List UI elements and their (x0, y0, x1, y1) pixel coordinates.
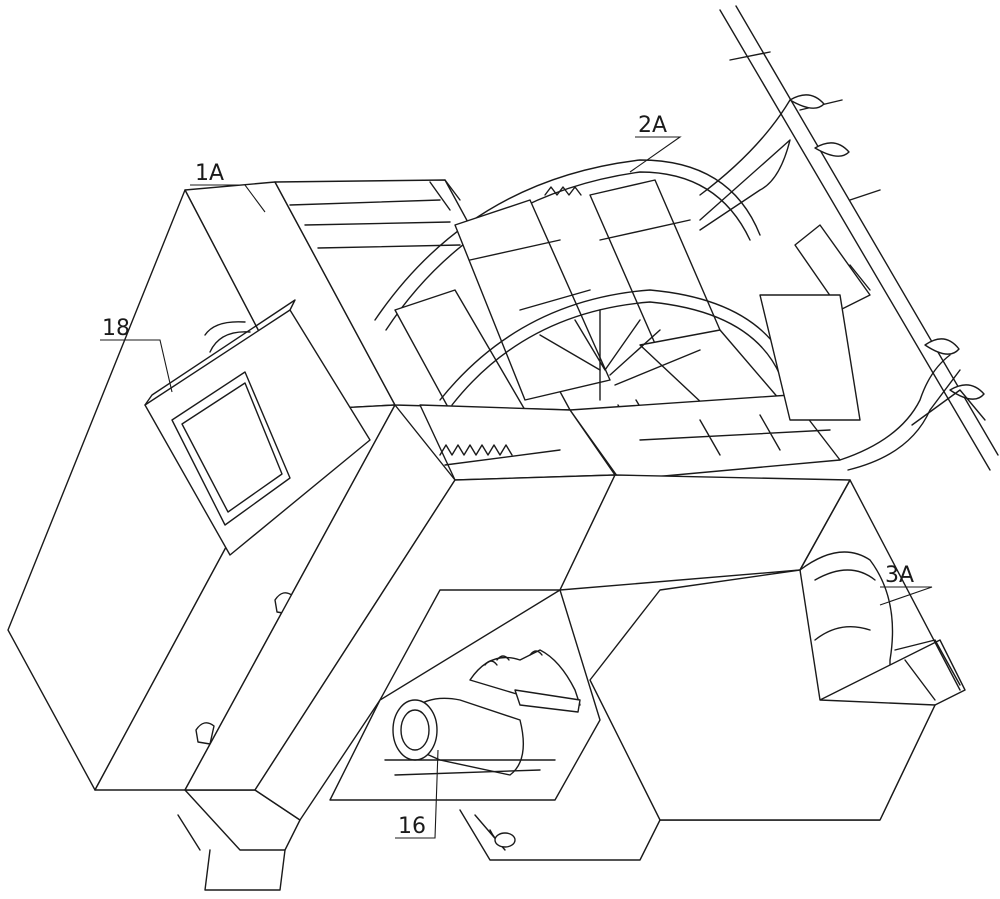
control-panel (144, 299, 371, 556)
label-drum-assembly: 2A (638, 113, 667, 138)
label-machine-body: 1A (195, 161, 224, 186)
drum-assembly (374, 159, 861, 481)
motor (384, 649, 581, 776)
fan-housing (589, 479, 966, 821)
label-motor: 16 (398, 814, 426, 839)
label-control-panel: 18 (102, 316, 130, 341)
support-frame (699, 5, 999, 471)
display-screen (171, 371, 291, 526)
reference-labels: 1A 18 2A 3A 16 (102, 113, 914, 839)
label-fan-housing: 3A (885, 563, 914, 588)
central-column (184, 404, 851, 821)
leader-lines (100, 136, 933, 839)
